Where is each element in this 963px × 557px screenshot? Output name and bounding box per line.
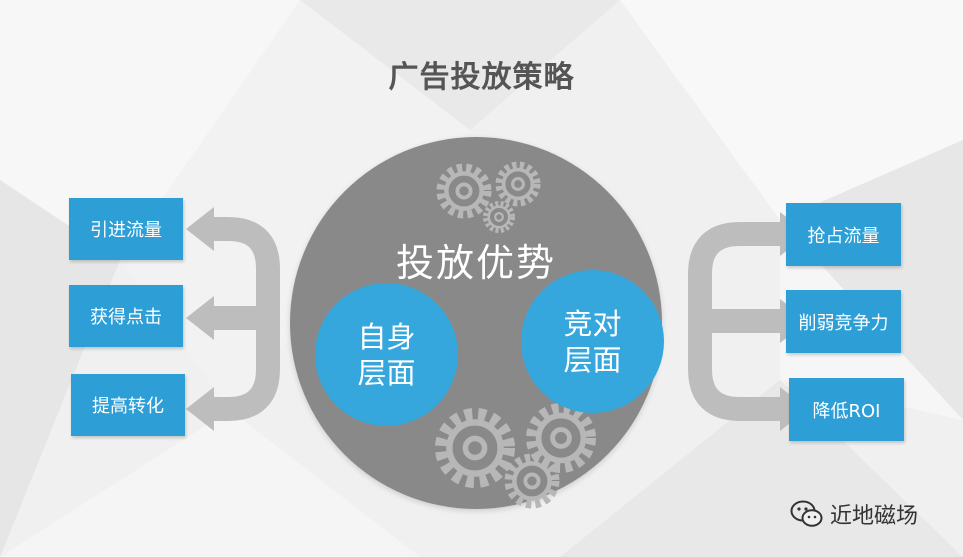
center-title: 投放优势 <box>395 241 556 285</box>
watermark-text: 近地磁场 <box>830 504 919 529</box>
gear-icon <box>443 416 507 480</box>
self-level-line2: 层面 <box>357 355 416 390</box>
competitor-level-line2: 层面 <box>563 342 622 377</box>
competitor-level-line1: 竞对 <box>563 306 622 341</box>
right-item-3: 降低ROI <box>789 378 904 441</box>
right-item-1: 抢占流量 <box>786 203 901 266</box>
watermark: 近地磁场 <box>790 496 918 532</box>
left-item-3: 提高转化 <box>71 374 185 436</box>
right-item-2: 削弱竞争力 <box>786 290 901 353</box>
wechat-icon <box>790 500 823 527</box>
self-level-circle: 自身 层面 <box>315 283 458 426</box>
right-arrows <box>688 222 784 421</box>
self-level-line1: 自身 <box>357 319 416 354</box>
gear-icon <box>533 410 589 466</box>
left-item-2: 获得点击 <box>69 285 183 347</box>
gear-icon <box>500 166 536 202</box>
left-arrowheads <box>186 207 214 431</box>
page-title: 广告投放策略 <box>388 60 575 95</box>
left-arrows <box>208 217 280 421</box>
gear-icon <box>442 169 486 213</box>
gear-icon <box>486 204 512 230</box>
competitor-level-circle: 竞对 层面 <box>521 270 664 413</box>
left-item-1: 引进流量 <box>69 198 183 260</box>
